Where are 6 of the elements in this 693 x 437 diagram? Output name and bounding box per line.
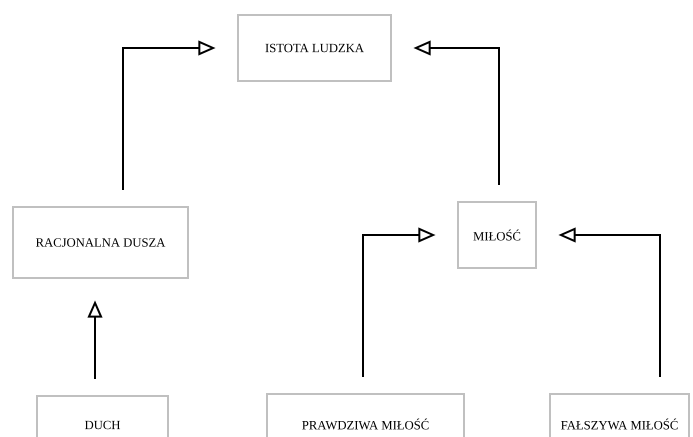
concept-box: MIŁOŚĆ	[457, 201, 537, 269]
concept-box: RACJONALNA DUSZA	[12, 206, 189, 279]
concept-box: PRAWDZIWA MIŁOŚĆ	[266, 393, 465, 437]
concept-box: FAŁSZYWA MIŁOŚĆ	[549, 393, 690, 437]
concept-box: ISTOTA LUDZKA	[237, 14, 392, 82]
concept-box: DUCH	[36, 395, 169, 437]
